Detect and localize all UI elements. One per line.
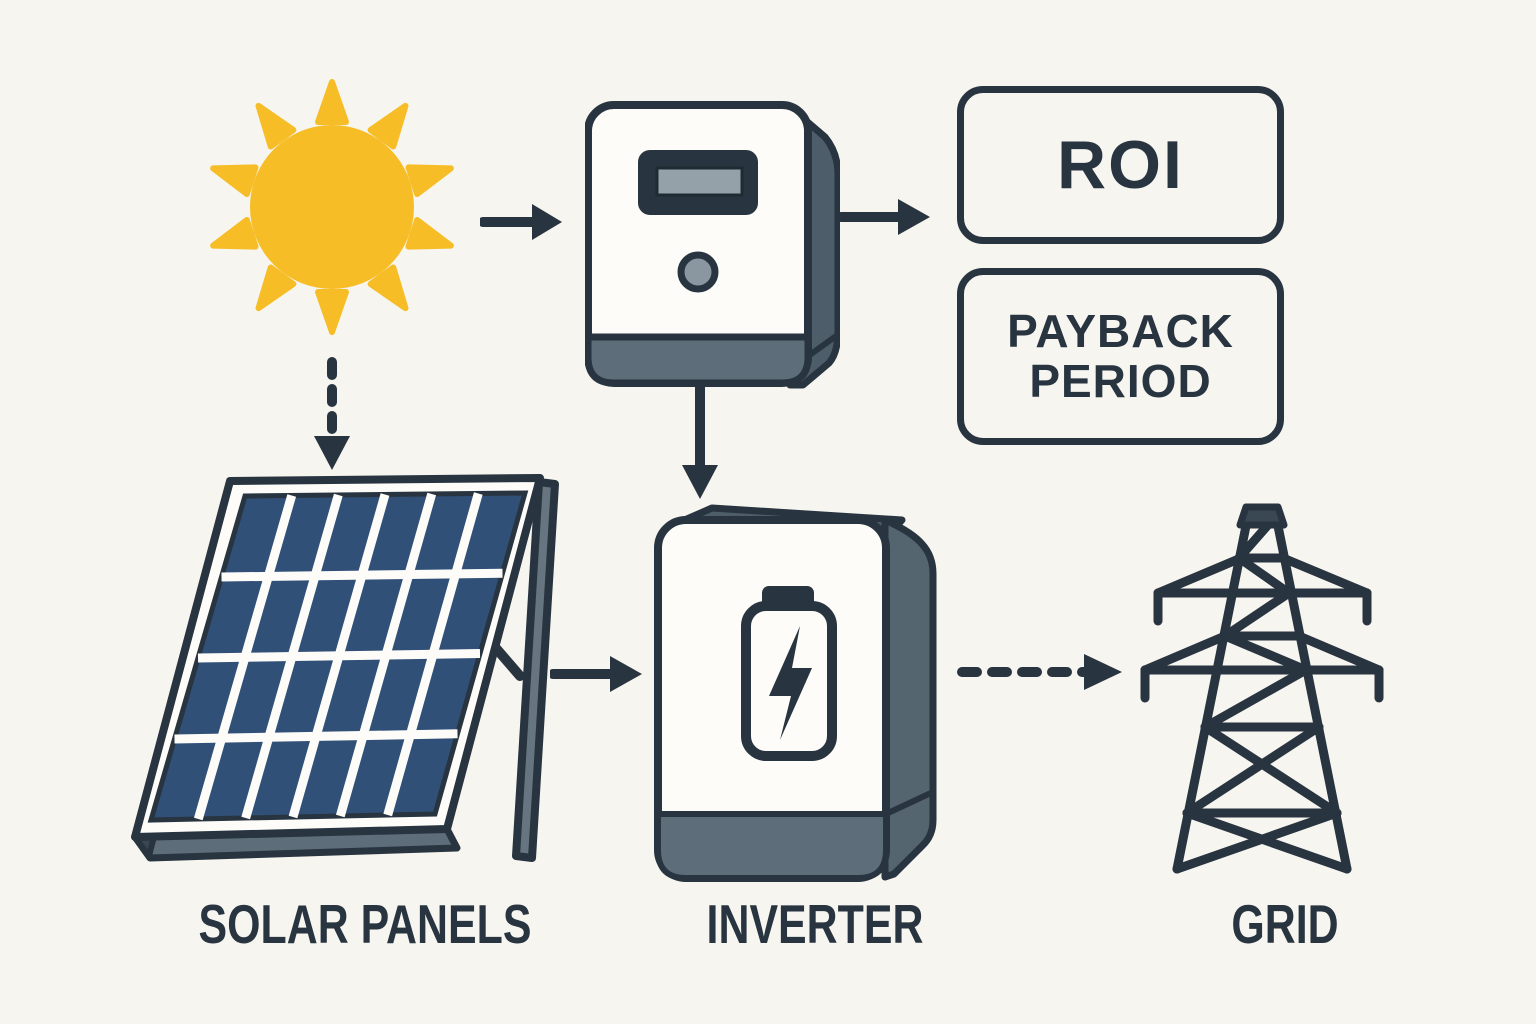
payback-period-box: PAYBACK PERIOD — [957, 268, 1284, 445]
arrow-sun-to-solar-panels — [314, 357, 350, 470]
solar-panels-label: SOLAR PANELS — [198, 893, 532, 955]
payback-period-label: PAYBACK PERIOD — [1007, 304, 1234, 407]
lightning-bolt-icon — [769, 626, 812, 740]
transmission-tower-icon — [1140, 503, 1384, 874]
inverter-label: INVERTER — [706, 893, 924, 955]
arrow-sun-to-meter — [480, 204, 562, 240]
grid-label: GRID — [1231, 893, 1339, 955]
electric-meter-icon — [585, 101, 840, 389]
roi-box: ROI — [957, 86, 1284, 244]
inverter-battery-icon — [654, 504, 937, 882]
arrow-solar-panels-to-inverter — [550, 656, 642, 692]
arrow-inverter-to-grid — [957, 654, 1122, 690]
roi-label: ROI — [1057, 127, 1184, 203]
arrow-meter-to-roi — [838, 199, 930, 235]
sun-icon — [210, 79, 454, 335]
arrow-meter-to-inverter — [682, 381, 718, 499]
solar-panel-icon — [131, 474, 559, 862]
